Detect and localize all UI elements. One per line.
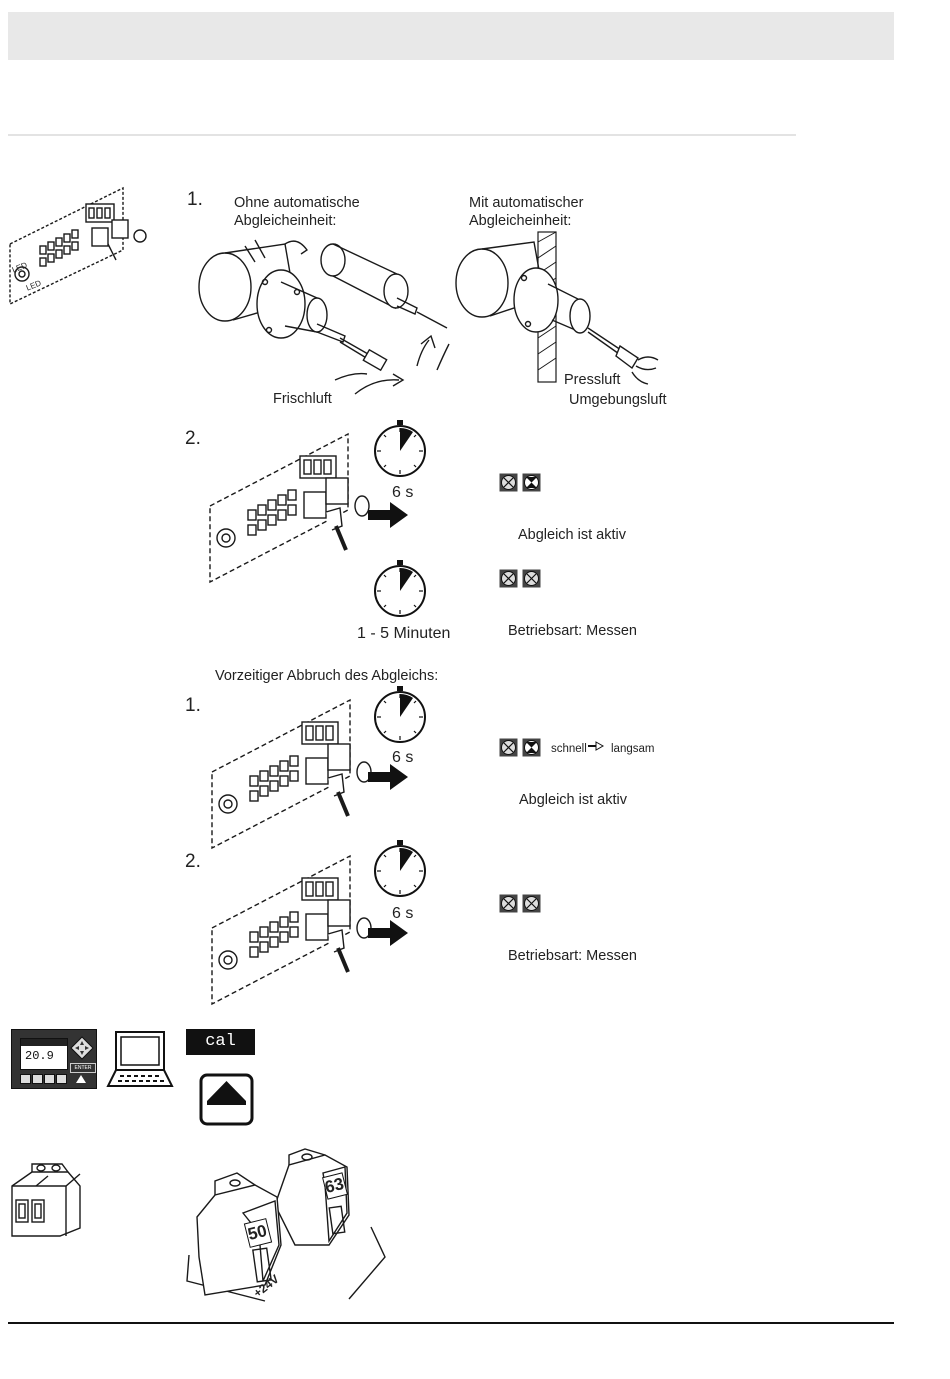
push-arrow-icon (368, 502, 408, 528)
timer-label: 6 s (392, 905, 414, 922)
timer-label: 6 s (392, 749, 414, 766)
function-key[interactable] (20, 1074, 31, 1084)
header-bar (8, 12, 894, 60)
ambient-air-label: Umgebungsluft (569, 392, 667, 408)
timer-label: 6 s (392, 484, 414, 501)
stopwatch-icon (374, 560, 426, 617)
terminal-block-thumbnail (11, 1163, 81, 1237)
status-text: Abgleich ist aktiv (519, 792, 627, 808)
step-number: 2. (185, 851, 201, 872)
probe-with-unit-illustration (455, 231, 659, 385)
abort-heading: Vorzeitiger Abbruch des Abgleichs: (215, 668, 439, 684)
stopwatch-icon (374, 686, 426, 743)
switch-panel-illustration (209, 432, 370, 584)
enter-key[interactable]: ENTER (70, 1063, 96, 1073)
fresh-air-label: Frischluft (273, 391, 332, 407)
speed-fast-label: schnell (551, 743, 587, 755)
stopwatch-icon (374, 840, 426, 897)
function-key[interactable] (56, 1074, 67, 1084)
led-blink-icon (522, 738, 541, 757)
without-unit-label-line2: Abgleicheinheit: (234, 213, 337, 229)
display-screen: 20.9 (20, 1038, 68, 1070)
header-divider (8, 134, 796, 136)
step-number: 1. (185, 695, 201, 716)
led-off-icon (499, 473, 518, 492)
speed-slow-label: langsam (611, 743, 655, 755)
transition-arrow-icon (588, 741, 605, 751)
probe-without-unit-illustration (198, 239, 450, 395)
function-key[interactable] (44, 1074, 55, 1084)
nav-cross-icon[interactable] (70, 1036, 94, 1060)
push-arrow-icon (368, 764, 408, 790)
status-text: Abgleich ist aktiv (518, 527, 626, 543)
step-number: 2. (185, 428, 201, 449)
with-unit-label-line1: Mit automatischer (469, 195, 584, 211)
switch-panel-illustration (211, 698, 372, 850)
led-off-icon (499, 738, 518, 757)
led-off-icon (499, 569, 518, 588)
up-arrow-key-icon[interactable] (199, 1073, 254, 1126)
timer-label: 1 - 5 Minuten (357, 625, 451, 642)
led-off-icon (499, 894, 518, 913)
led-off-icon (522, 569, 541, 588)
display-header (21, 1039, 67, 1046)
push-arrow-icon (368, 920, 408, 946)
function-key[interactable] (32, 1074, 43, 1084)
status-text: Betriebsart: Messen (508, 948, 637, 964)
stopwatch-icon (374, 420, 426, 477)
display-value: 20.9 (25, 1049, 54, 1063)
cal-command-label: cal (186, 1029, 255, 1055)
led-off-icon (522, 894, 541, 913)
terminal-blocks-illustration (186, 1148, 386, 1302)
with-unit-label-line2: Abgleicheinheit: (469, 213, 572, 229)
compressed-air-label: Pressluft (564, 372, 621, 388)
without-unit-label-line1: Ohne automatische (234, 195, 360, 211)
footer-divider (8, 1322, 894, 1324)
laptop-icon (106, 1031, 174, 1087)
operating-unit: 20.9 ENTER (11, 1029, 97, 1089)
connector-panel-thumbnail (9, 186, 147, 306)
tool-icon (76, 1075, 86, 1083)
led-blink-icon (522, 473, 541, 492)
step-number: 1. (187, 189, 203, 210)
switch-panel-illustration (211, 854, 372, 1006)
status-text: Betriebsart: Messen (508, 623, 637, 639)
